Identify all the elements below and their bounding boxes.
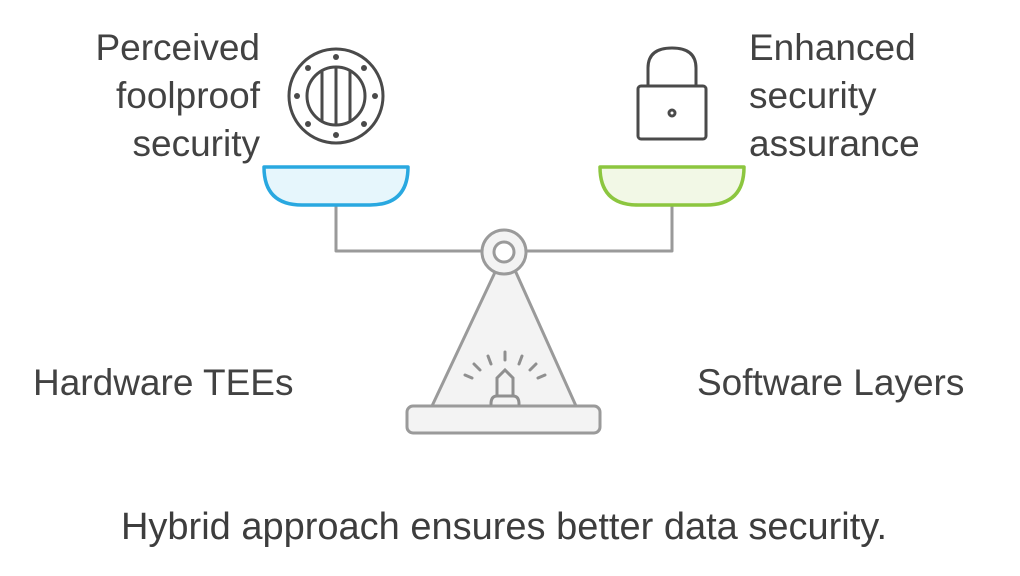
right-side-label: Software Layers xyxy=(697,362,965,403)
diagram-caption: Hybrid approach ensures better data secu… xyxy=(120,506,888,548)
right-benefit-line: assurance xyxy=(749,123,920,164)
right-pan xyxy=(598,165,746,207)
left-side-label: Hardware TEEs xyxy=(33,362,294,403)
left-benefit-line: foolproof xyxy=(116,75,260,116)
right-benefit-line: security xyxy=(749,75,877,116)
vault-door-icon xyxy=(287,47,385,145)
padlock-icon xyxy=(636,46,708,141)
right-benefit-line: Enhanced xyxy=(749,27,916,68)
left-benefit-line: Perceived xyxy=(95,27,260,68)
left-pan xyxy=(262,165,410,207)
right-benefit-text: Enhanced security assurance xyxy=(749,24,920,168)
left-benefit-line: security xyxy=(132,123,260,164)
scale-base xyxy=(405,266,602,435)
lightbulb-icon xyxy=(463,350,547,406)
left-benefit-text: Perceived foolproof security xyxy=(95,24,260,168)
scale-pivot xyxy=(480,228,528,276)
